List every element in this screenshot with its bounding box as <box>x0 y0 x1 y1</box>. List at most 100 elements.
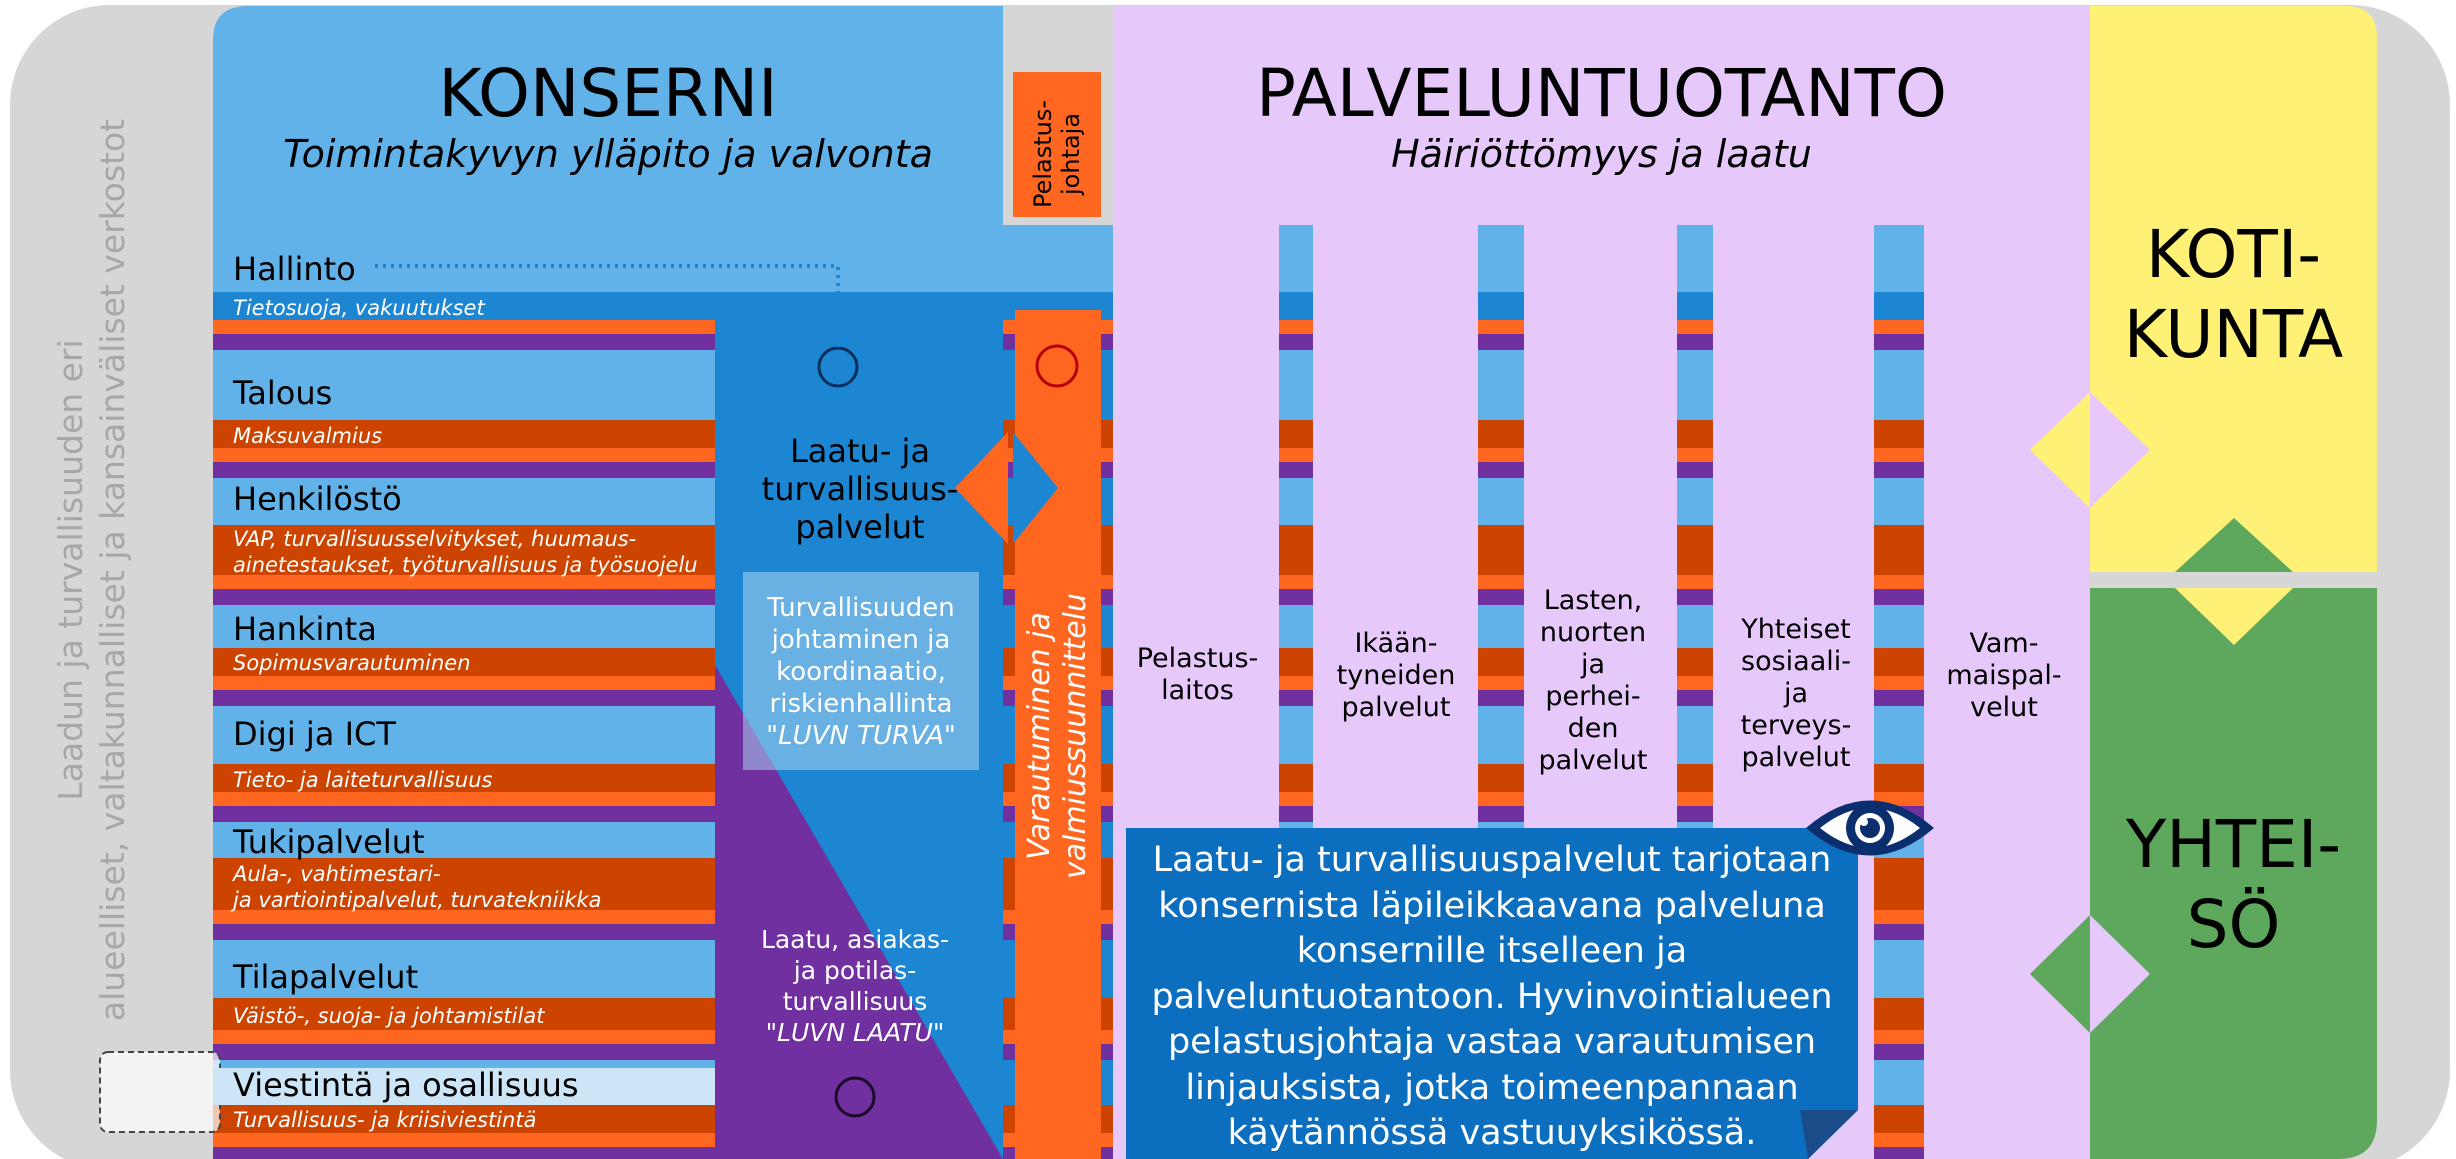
service-column-stripe <box>1874 924 1924 940</box>
hallinto-detail-band <box>213 292 715 320</box>
var-stripe <box>1101 858 1113 910</box>
luvn-laatu-line3: turvallisuus <box>782 987 928 1016</box>
pelastusjohtaja-line2: johtaja <box>1057 112 1085 196</box>
konserni-header <box>213 6 1003 225</box>
service-column-stripe <box>1874 690 1924 706</box>
function-detail: Tietosuoja, vakuutukset <box>233 296 485 320</box>
kotikunta-area <box>2090 6 2377 572</box>
var-stripe <box>1101 1105 1113 1133</box>
service-label-line: terveys- <box>1740 710 1852 741</box>
function-detail: Turvallisuus- ja kriisiviestintä <box>233 1108 537 1132</box>
function-stripe <box>213 1030 715 1044</box>
function-stripe <box>213 910 715 924</box>
info-box-line: konsernista läpileikkaavana palveluna <box>1158 885 1826 926</box>
kotikunta-line2: KUNTA <box>2123 296 2344 373</box>
service-column-stripe <box>1874 320 1924 334</box>
laatu-turvallisuus-label: Laatu- ja turvallisuus- palvelut <box>735 432 985 546</box>
service-column-stripe <box>1677 334 1713 350</box>
service-column-stripe <box>1874 448 1924 462</box>
service-column-stripe <box>1677 525 1713 575</box>
service-label-line: perhei- <box>1545 681 1641 712</box>
service-column-stripe <box>1279 334 1313 350</box>
service-column-stripe <box>1874 1105 1924 1133</box>
service-column-stripe <box>1677 589 1713 605</box>
var-stripe <box>1101 910 1113 924</box>
function-detail: ja vartiointipalvelut, turvatekniikka <box>233 888 602 912</box>
pelastusjohtaja-box <box>1013 72 1101 217</box>
service-column-stripe <box>1874 525 1924 575</box>
function-detail: Väistö-, suoja- ja johtamistilat <box>233 1004 545 1028</box>
luvn-turva-line1: Turvallisuuden <box>767 593 955 623</box>
var-stripe-left <box>1003 575 1015 589</box>
var-stripe-left <box>1003 690 1015 706</box>
var-stripe <box>1101 334 1113 350</box>
function-stripe <box>213 589 715 605</box>
arrow-right-blue-2 <box>1013 432 1058 544</box>
function-stripe <box>213 792 715 806</box>
function-stripe <box>213 334 715 350</box>
function-stripe <box>213 320 715 334</box>
kotikunta-arrow-right <box>2090 392 2150 508</box>
function-stripe <box>213 1133 715 1147</box>
luvn-laatu-line4: "LUVN LAATU" <box>765 1018 945 1047</box>
function-detail: VAP, turvallisuusselvitykset, huumaus- <box>233 527 637 551</box>
function-detail: Sopimusvarautuminen <box>233 651 471 675</box>
service-column-stripe <box>1279 764 1313 792</box>
network-side-label-line1: Laadun ja turvallisuuden eri <box>51 339 90 801</box>
service-column-stripe <box>1677 320 1713 334</box>
var-stripe-left <box>1003 998 1015 1030</box>
var-stripe-left <box>1003 1105 1015 1133</box>
var-stripe <box>1101 998 1113 1030</box>
service-column-stripe <box>1874 420 1924 448</box>
varautuminen-label: Varautuminen ja valmiussuunnittelu <box>1022 586 1094 886</box>
info-box <box>1126 828 1858 1159</box>
function-name: Tilapalvelut <box>233 958 419 996</box>
network-side-label: Laadun ja turvallisuuden eri alueelliset… <box>50 0 134 1159</box>
service-column-stripe <box>1478 690 1524 706</box>
service-column-stripe <box>1874 910 1924 924</box>
service-column-stripe <box>1279 320 1313 334</box>
varautuminen-line2: valmiussuunnittelu <box>1058 592 1093 880</box>
info-box-line: palveluntuotantoon. Hyvinvointialueen <box>1151 976 1833 1017</box>
service-label-line: palvelut <box>1538 745 1648 776</box>
pelastusjohtaja-label: Pelastus- johtaja <box>1013 72 1101 217</box>
info-box-line: konsernille itselleen ja <box>1296 931 1688 971</box>
service-column-stripe <box>1874 462 1924 478</box>
info-box-line: linjauksista, jotka toimeenpannaan <box>1185 1067 1799 1108</box>
yhteiso-label: YHTEI- SÖ <box>2090 805 2377 965</box>
var-stripe-left <box>1003 648 1015 676</box>
var-stripe-left <box>1003 1133 1015 1147</box>
service-column-stripe <box>1677 764 1713 792</box>
yhteiso-area <box>2090 588 2377 1159</box>
service-column-stripe <box>1478 292 1524 320</box>
var-stripe <box>1101 1147 1113 1159</box>
function-stripe <box>213 676 715 690</box>
function-stripe <box>213 1044 715 1060</box>
function-stripe <box>213 998 715 1030</box>
function-stripe <box>213 764 715 792</box>
service-column-stripe <box>1874 292 1924 320</box>
function-stripe <box>213 1147 715 1159</box>
luvn-turva-label: Turvallisuuden johtaminen ja koordinaati… <box>743 592 979 752</box>
service-column-stripe <box>1478 648 1524 676</box>
function-stripe <box>213 420 715 448</box>
function-name: Talous <box>233 374 333 412</box>
function-name: Hallinto <box>233 250 356 288</box>
service-label-line: nuorten <box>1539 617 1647 648</box>
service-column-stripe <box>1478 764 1524 792</box>
service-column-stripe <box>1478 334 1524 350</box>
service-column-stripe <box>1677 462 1713 478</box>
service-column-stripe <box>1478 448 1524 462</box>
var-stripe-left <box>1003 676 1015 690</box>
service-column-stripe <box>1279 690 1313 706</box>
service-column-stripe <box>1874 1030 1924 1044</box>
service-label-line: velut <box>1970 692 2038 723</box>
varautuminen-line1: Varautuminen ja <box>1022 612 1057 860</box>
function-name: Digi ja ICT <box>233 715 396 753</box>
function-stripe <box>213 1105 715 1133</box>
service-column-stripe <box>1874 1044 1924 1060</box>
service-column-stripe <box>1874 676 1924 690</box>
yhteiso-arrow-up <box>2175 518 2293 572</box>
luvn-turva-line3: koordinaatio, <box>776 657 946 687</box>
